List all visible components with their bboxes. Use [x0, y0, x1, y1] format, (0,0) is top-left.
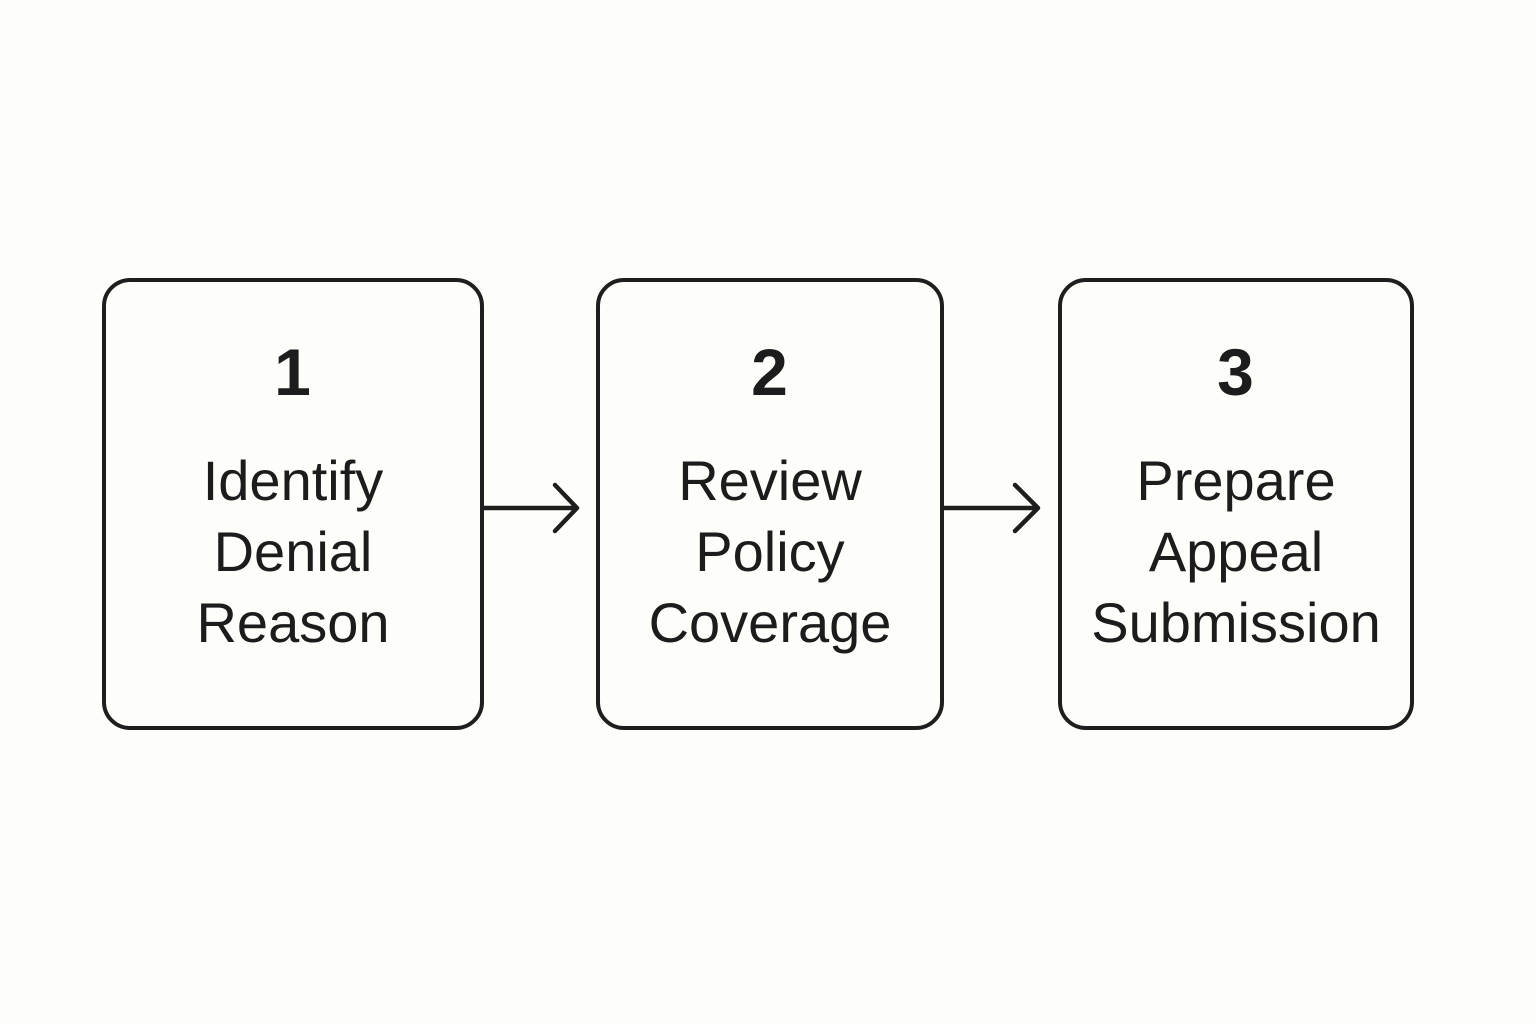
step-number: 2	[751, 335, 789, 409]
step-box-2: 2 Review Policy Coverage	[596, 278, 944, 730]
step-label-line: Prepare	[1136, 449, 1336, 512]
step-label-line: Appeal	[1148, 520, 1324, 583]
arrow-right-icon	[944, 478, 1058, 538]
step-label: Identify Denial Reason	[106, 445, 480, 658]
step-label-line: Coverage	[648, 591, 892, 654]
step-label: Review Policy Coverage	[600, 445, 940, 658]
step-label-line: Submission	[1091, 591, 1381, 654]
step-label-line: Denial	[213, 520, 373, 583]
step-number: 1	[274, 335, 312, 409]
step-label-line: Reason	[196, 591, 390, 654]
step-number: 3	[1217, 335, 1255, 409]
step-label-line: Review	[678, 449, 862, 512]
step-label-line: Policy	[695, 520, 845, 583]
step-box-1: 1 Identify Denial Reason	[102, 278, 484, 730]
step-label: Prepare Appeal Submission	[1062, 445, 1410, 658]
step-box-3: 3 Prepare Appeal Submission	[1058, 278, 1414, 730]
arrow-right-icon	[484, 478, 596, 538]
step-label-line: Identify	[202, 449, 384, 512]
